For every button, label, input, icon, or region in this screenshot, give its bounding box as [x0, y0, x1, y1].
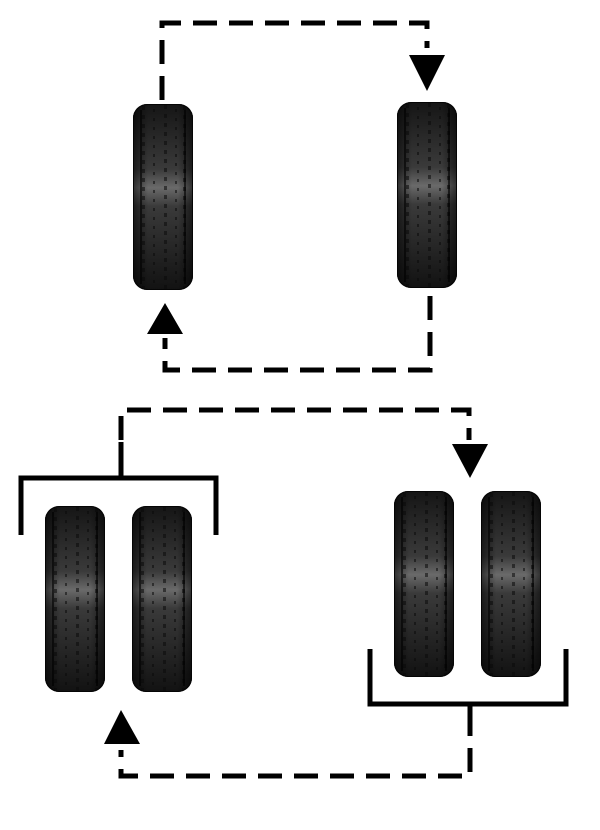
left-dual-tire-outer — [44, 505, 106, 693]
right-dual-tire-inner — [393, 490, 455, 678]
left-dual-tire-inner — [131, 505, 193, 693]
upper-left-to-right-path — [159, 20, 430, 100]
arrow-up-icon — [147, 303, 183, 334]
arrow-down-icon — [452, 444, 488, 478]
right-group-bracket — [367, 649, 569, 712]
lower-right-to-left-path — [118, 712, 473, 779]
right-dual-tire-outer — [480, 490, 542, 678]
upper-right-tire — [396, 101, 458, 289]
lower-section — [118, 407, 473, 779]
arrow-down-icon — [409, 55, 445, 91]
upper-section — [159, 20, 433, 373]
left-group-bracket — [18, 442, 219, 535]
lower-left-to-right-path — [118, 407, 472, 440]
arrow-up-icon — [104, 710, 140, 744]
upper-right-to-left-path — [162, 296, 433, 373]
upper-left-tire — [132, 103, 194, 291]
